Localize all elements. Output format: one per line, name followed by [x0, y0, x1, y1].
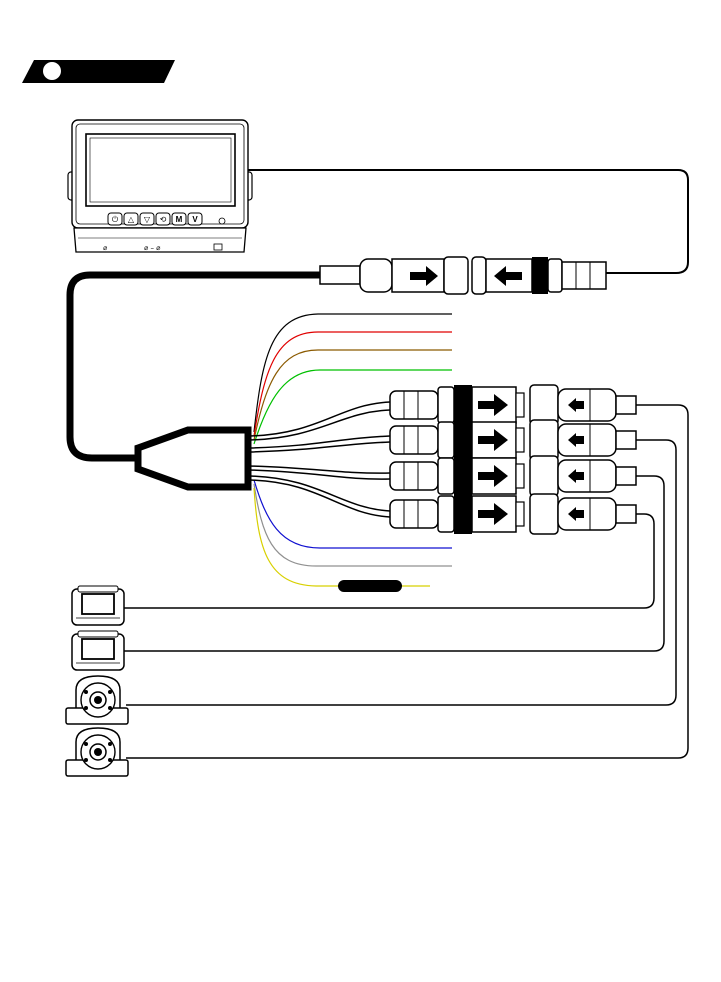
view-button-label: V	[192, 215, 198, 224]
up-arrow-icon: △	[128, 215, 135, 224]
square-camera-icon	[72, 586, 124, 625]
channel-cables	[250, 402, 390, 517]
header-banner-icon	[22, 60, 175, 83]
wire-red	[254, 332, 452, 436]
monitor-icon: ⌀ ⌀ – ⌀ ⏻ △ ▽ ⟲ M	[68, 120, 252, 252]
trunk-connector-male	[320, 257, 468, 294]
fuse-holder	[338, 580, 402, 592]
svg-text:⌀ – ⌀: ⌀ – ⌀	[144, 244, 160, 252]
down-button[interactable]: ▽	[140, 213, 154, 225]
menu-button[interactable]: M	[172, 213, 186, 225]
monitor-cable	[248, 170, 688, 273]
square-camera-icon	[72, 631, 124, 670]
ir-dome-camera-icon	[66, 728, 128, 776]
up-button[interactable]: △	[124, 213, 138, 225]
rotate-button[interactable]: ⟲	[156, 213, 170, 225]
svg-text:⌀: ⌀	[103, 244, 107, 252]
ir-dome-camera-icon	[66, 676, 128, 724]
power-button[interactable]: ⏻	[108, 213, 122, 225]
down-arrow-icon: ▽	[144, 215, 151, 224]
view-button[interactable]: V	[188, 213, 202, 225]
menu-button-label: M	[176, 215, 183, 224]
trunk-connector-female	[472, 257, 606, 294]
channel-connector-3	[390, 456, 636, 496]
splitter-harness-icon	[138, 430, 248, 487]
power-icon: ⏻	[112, 215, 119, 224]
channel-connector-4	[390, 494, 636, 534]
rotate-icon: ⟲	[160, 215, 167, 224]
channel-connector-1	[390, 385, 636, 425]
channel-connector-2	[390, 420, 636, 460]
